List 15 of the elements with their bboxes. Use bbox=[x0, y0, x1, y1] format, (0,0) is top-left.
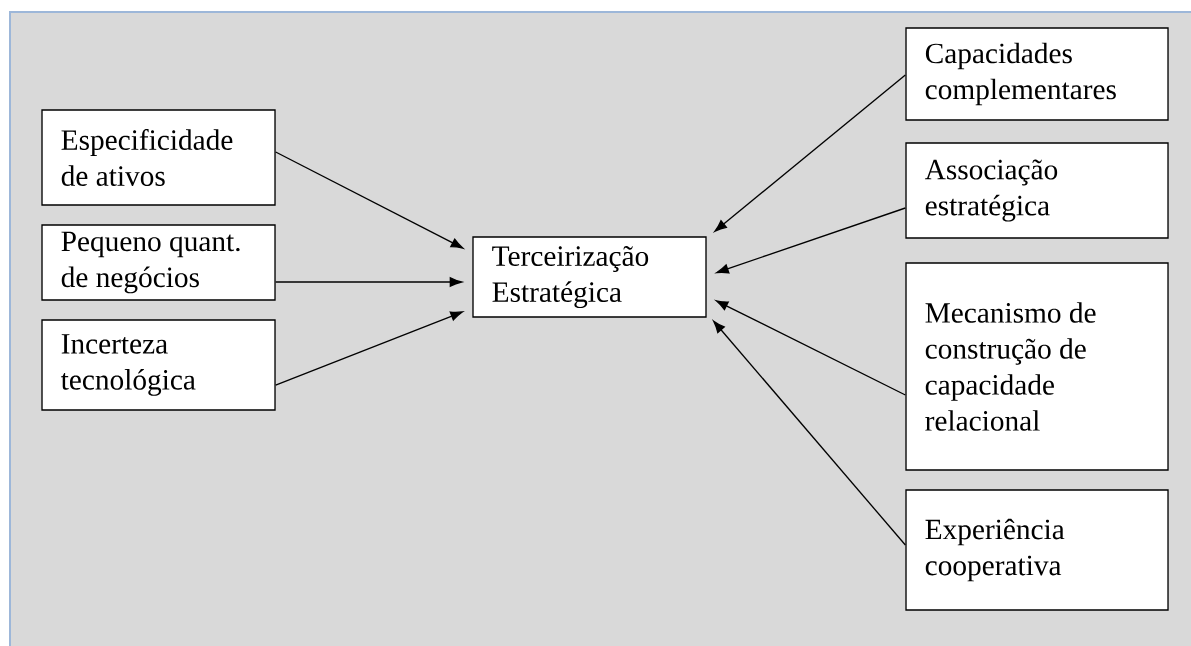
arrow bbox=[714, 74, 906, 232]
text-box: Terceirização Estratégica bbox=[472, 236, 707, 318]
text-box: Especificidade de ativos bbox=[41, 109, 276, 206]
arrow bbox=[715, 300, 906, 396]
text-box: Capacidades complementares bbox=[905, 27, 1169, 121]
arrow bbox=[716, 207, 906, 274]
arrow bbox=[275, 311, 463, 386]
text-box: Pequeno quant. de negócios bbox=[41, 224, 276, 301]
text-box: Mecanismo de construção de capacidade relacional bbox=[905, 262, 1169, 471]
arrow bbox=[275, 277, 463, 287]
text-box: Associação estratégica bbox=[905, 142, 1169, 239]
text-box: Incerteza tecnológica bbox=[41, 319, 276, 411]
text-box: Experiência cooperativa bbox=[905, 489, 1169, 611]
arrow bbox=[713, 320, 906, 546]
arrow bbox=[275, 151, 464, 249]
